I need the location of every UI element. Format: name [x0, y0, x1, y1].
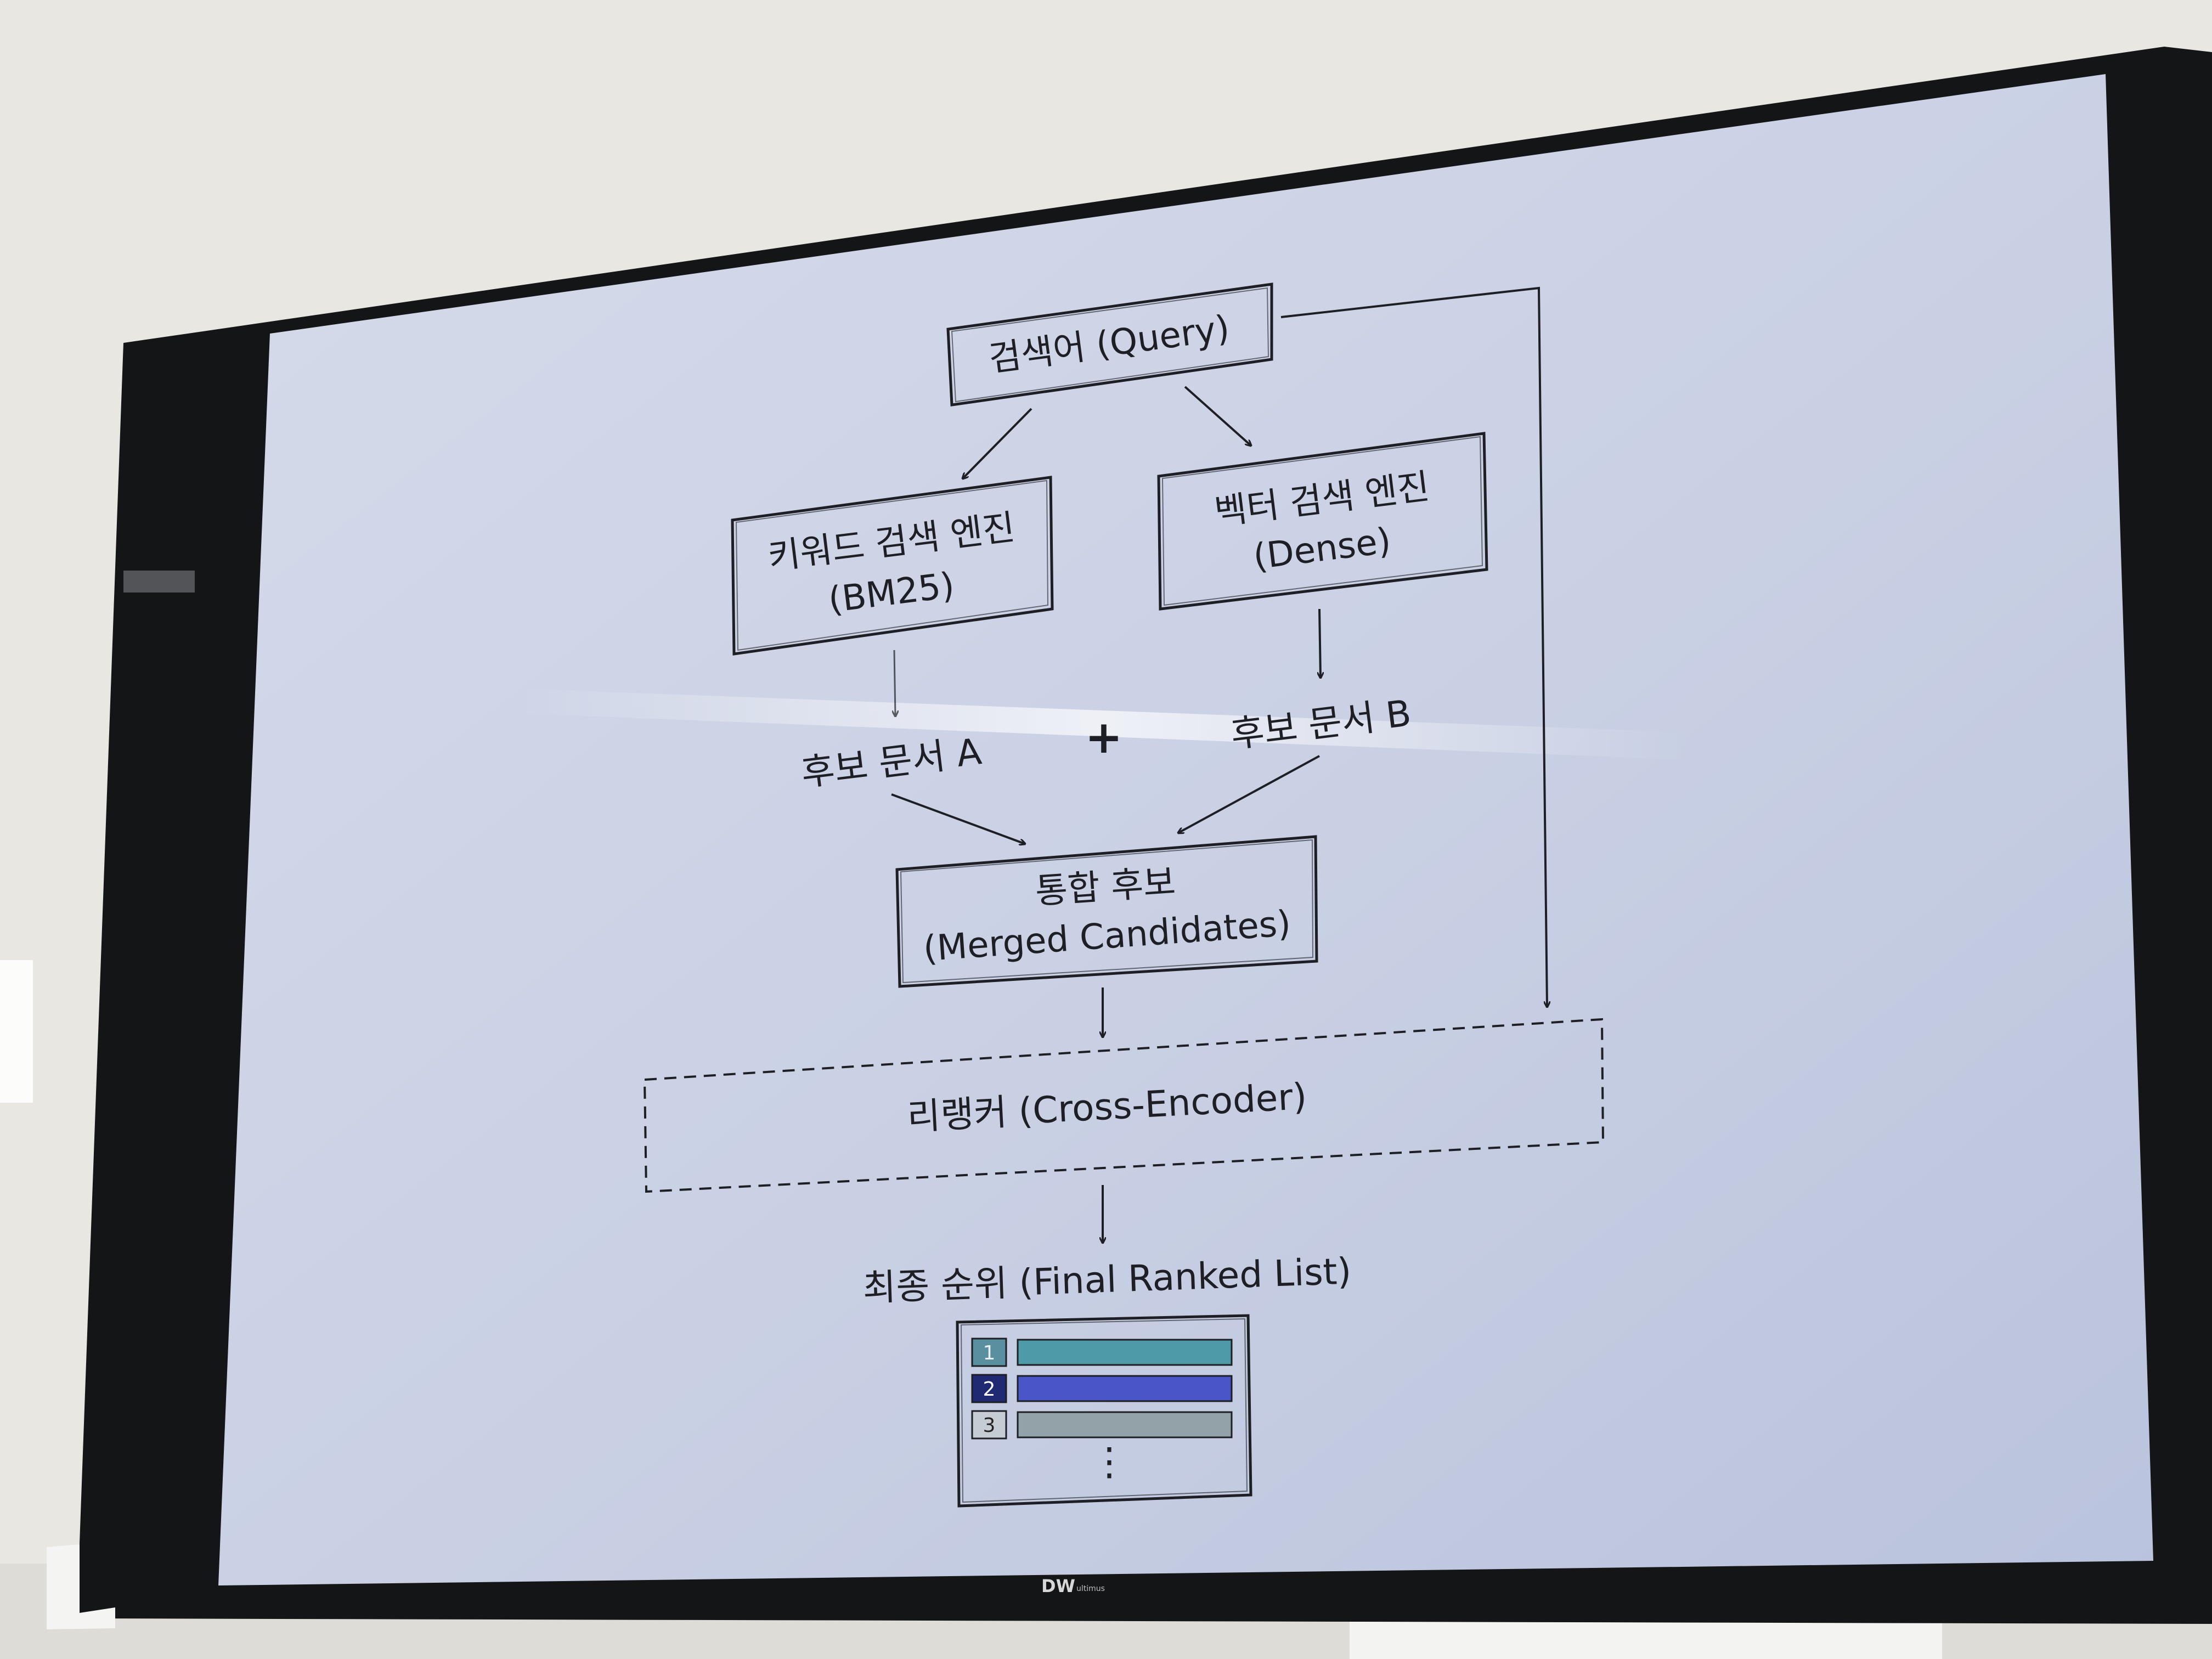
rank-number: 1: [983, 1342, 996, 1364]
rank-row: 2: [971, 1374, 1233, 1403]
arrow-b-merged: [1178, 755, 1320, 833]
wall-bracket: [47, 1544, 115, 1629]
merged-label: 통합 후보: [1034, 862, 1177, 912]
rank-number: 3: [983, 1414, 996, 1437]
bezel-reflection: [123, 571, 195, 592]
rank-bar: [1017, 1411, 1233, 1438]
plus-sign: +: [1085, 712, 1123, 764]
rank-bar: [1017, 1339, 1233, 1366]
arrow-query-keyword: [963, 408, 1032, 478]
final-list-box: [956, 1314, 1252, 1508]
screen-glare: [516, 689, 1690, 760]
rank-row: 3: [971, 1410, 1233, 1440]
arrow-query-vector: [1184, 386, 1251, 445]
window-light: [0, 960, 33, 1103]
arrow-a-merged: [891, 793, 1025, 844]
arrow-query-reranker: [1280, 286, 1547, 1007]
rank-row: 1: [971, 1338, 1233, 1367]
ellipsis: ⋮: [1090, 1439, 1128, 1484]
monitor-logo: DW ultimus: [1041, 1576, 1105, 1596]
rank-rows: 1 2 3: [971, 1338, 1233, 1440]
rank-bar: [1017, 1375, 1233, 1402]
rank-number-box: [971, 1410, 1007, 1440]
brand-text: DW: [1041, 1576, 1075, 1596]
arrow-keyword-candidates: [894, 650, 895, 716]
rank-number-box: [971, 1338, 1007, 1367]
arrow-vector-candidates: [1319, 608, 1321, 678]
brand-sub: ultimus: [1076, 1584, 1105, 1593]
rank-number: 2: [983, 1378, 996, 1401]
rank-number-box: [971, 1374, 1007, 1403]
